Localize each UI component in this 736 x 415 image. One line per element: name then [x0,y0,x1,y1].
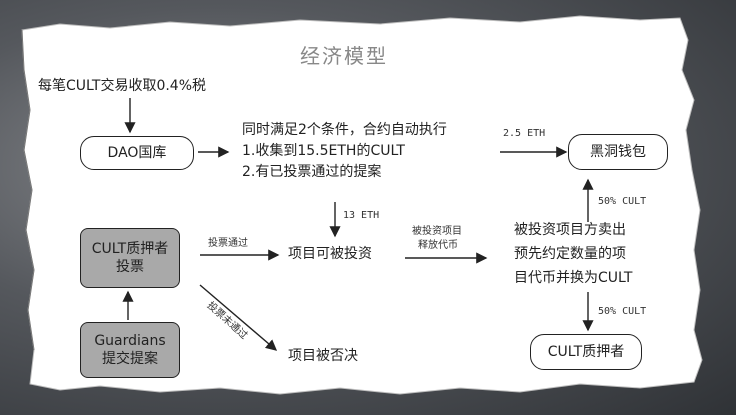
label-release-line2: 释放代币 [418,240,458,251]
edge-vote-fail [199,284,278,351]
label-half-down: 50% CULT [598,306,647,317]
invested-project-line1: 被投资项目方卖出 [514,222,626,238]
black-hole-node: 黑洞钱包 [568,134,668,170]
guardians-node: Guardians 提交提案 [80,322,180,378]
cult-stakers-node: CULT质押者 [530,334,642,370]
label-13-eth: 13 ETH [343,210,380,221]
stakers-vote-line1: CULT质押者 [91,240,169,257]
condition-heading: 同时满足2个条件，合约自动执行 [242,122,447,138]
label-2-5-eth: 2.5 ETH [503,128,546,139]
tax-note: 每笔CULT交易收取0.4%税 [38,78,207,94]
project-investable-node: 项目可被投资 [288,246,372,262]
label-half-up: 50% CULT [598,196,647,207]
label-vote-pass: 投票通过 [208,238,248,249]
condition-1: 1.收集到15.5ETH的CULT [242,143,405,159]
diagram-title: 经济模型 [300,44,388,68]
label-release-line1: 被投资项目 [412,226,462,237]
guardians-line2: 提交提案 [102,351,158,367]
dao-treasury-node: DAO国库 [80,136,194,170]
condition-2: 2.有已投票通过的提案 [242,164,382,180]
project-rejected-node: 项目被否决 [288,348,358,364]
stakers-vote-line2: 投票 [116,259,144,275]
guardians-line1: Guardians [94,332,166,349]
stakers-vote-node: CULT质押者 投票 [80,228,180,288]
invested-project-line2: 预先约定数量的项 [514,246,626,262]
invested-project-line3: 目代币并换为CULT [514,270,633,286]
